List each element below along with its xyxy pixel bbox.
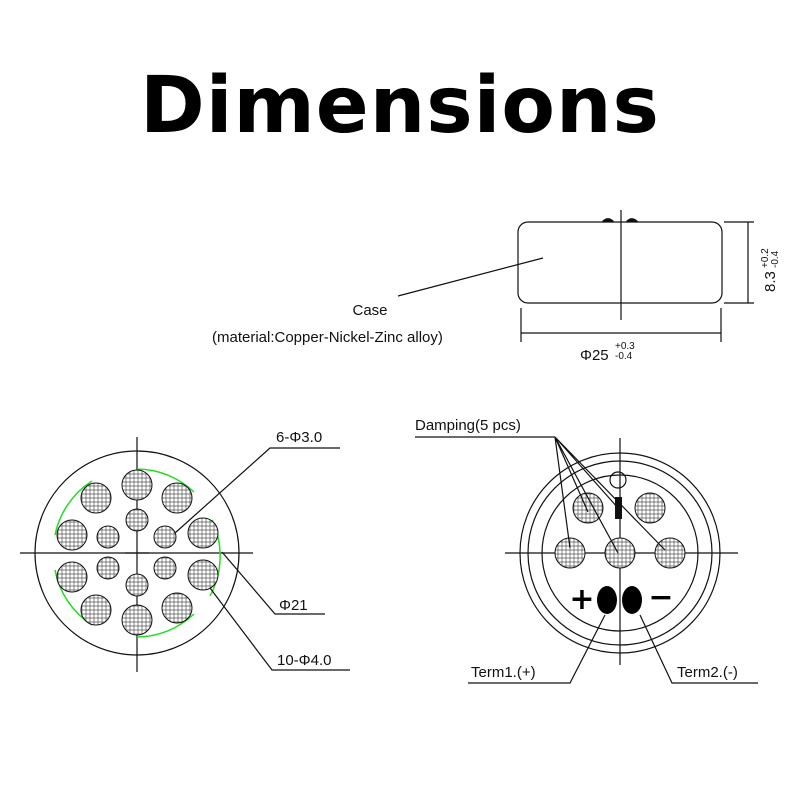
- terminal-bumps: [602, 218, 638, 223]
- terminal-2: [622, 586, 642, 614]
- vent-hole: [609, 471, 627, 489]
- minus-symbol: −: [648, 580, 673, 615]
- svg-text:8.3: 8.3: [762, 271, 779, 292]
- small-holes-label: 6-Φ3.0: [276, 429, 322, 446]
- height-dim-text: 8.3 +0.2 -0.4: [760, 248, 781, 292]
- small-holes: [96, 508, 177, 597]
- back-view: Damping(5 pcs) + − Term1.(+) Term2.(-): [415, 417, 758, 684]
- term1-label: Term1.(+): [471, 664, 536, 681]
- svg-text:Φ25: Φ25: [580, 347, 609, 364]
- terminal-1: [597, 586, 617, 614]
- material-label: (material:Copper-Nickel-Zinc alloy): [212, 329, 443, 346]
- plus-symbol: +: [569, 582, 594, 617]
- case-leader: [397, 257, 544, 297]
- side-view: Case (material:Copper-Nickel-Zinc alloy)…: [212, 210, 781, 364]
- term2-label: Term2.(-): [677, 664, 738, 681]
- case-outline: [517, 221, 723, 304]
- diameter-dim-text: Φ25 +0.3 -0.4: [580, 341, 635, 364]
- damping-slot: [615, 497, 622, 519]
- damping-label: Damping(5 pcs): [415, 417, 521, 434]
- case-label: Case: [352, 302, 387, 319]
- svg-text:+0.3: +0.3: [615, 341, 635, 352]
- damping-leaders: [554, 436, 666, 554]
- circle-diameter-label: Φ21: [279, 597, 308, 614]
- large-holes-label: 10-Φ4.0: [277, 652, 332, 669]
- damping-holes: [554, 492, 686, 569]
- front-view: 6-Φ3.0 Φ21 10-Φ4.0: [20, 429, 350, 672]
- svg-text:+0.2: +0.2: [760, 248, 771, 268]
- large-holes: [56, 469, 219, 636]
- phi21-arc: [54, 468, 221, 638]
- svg-text:-0.4: -0.4: [615, 351, 633, 362]
- svg-text:-0.4: -0.4: [770, 250, 781, 268]
- page-title: Dimensions: [140, 61, 660, 151]
